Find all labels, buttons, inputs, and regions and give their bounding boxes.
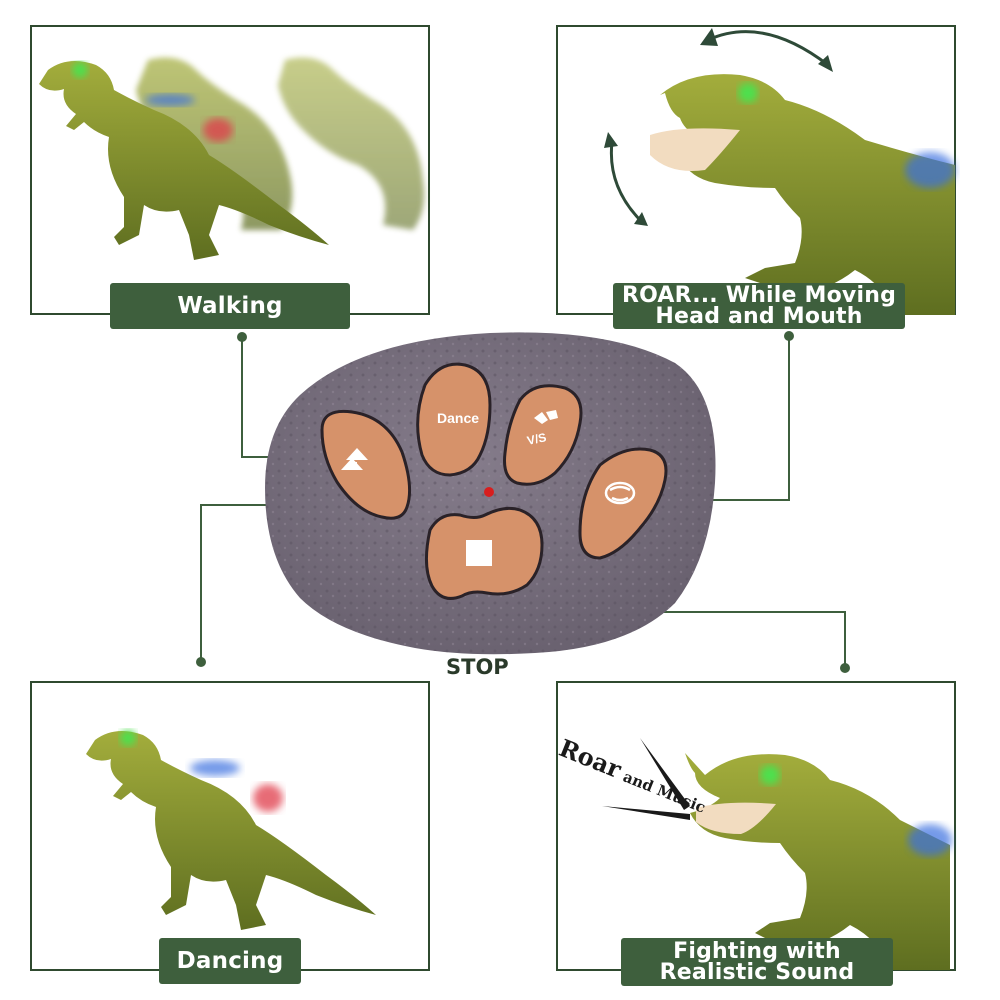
label-roar-moving: ROAR... While Moving Head and Mouth	[613, 283, 905, 329]
head-motion-arrows	[609, 30, 829, 224]
fighting-dino	[685, 753, 952, 970]
fighting-dinos-icon	[534, 410, 558, 424]
dancing-dino	[86, 730, 376, 930]
walk-button[interactable]	[320, 409, 412, 520]
label-roar-line2: Head and Mouth	[655, 304, 863, 329]
label-fighting-line1: Fighting with	[673, 939, 841, 964]
sound-burst-icon	[602, 738, 690, 820]
walking-dino-blur-2	[278, 57, 425, 231]
label-walking-text: Walking	[177, 292, 283, 319]
label-walking: Walking	[110, 283, 350, 329]
label-fighting-line2: Realistic Sound	[659, 960, 855, 985]
stop-square-icon	[466, 540, 492, 566]
vs-button[interactable]	[503, 384, 583, 486]
walk-icon	[341, 448, 368, 470]
walking-dino	[39, 61, 329, 260]
roar-dino	[650, 74, 955, 315]
indicator-led	[484, 487, 494, 497]
label-roar-line1: ROAR... While Moving	[621, 283, 897, 308]
dance-button[interactable]	[416, 362, 492, 477]
label-dancing: Dancing	[159, 938, 301, 984]
label-fighting: Fighting with Realistic Sound	[621, 938, 893, 986]
label-dancing-text: Dancing	[176, 947, 284, 974]
stop-label: STOP	[446, 655, 509, 679]
dino-head-icon	[604, 481, 636, 505]
dance-button-label: Dance	[437, 410, 480, 426]
